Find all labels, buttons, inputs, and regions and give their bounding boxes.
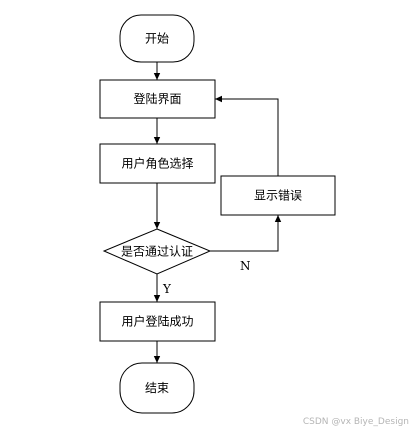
node-auth-check: 是否通过认证 <box>102 228 212 275</box>
node-login-page-label: 登陆界面 <box>133 91 181 106</box>
edge-error-to-login <box>215 95 279 176</box>
node-end: 结束 <box>119 362 195 414</box>
node-role-select-label: 用户角色选择 <box>121 156 193 171</box>
node-show-error: 显示错误 <box>220 175 336 216</box>
edge-label-yes: Y <box>162 282 172 296</box>
edge-auth-no-to-error <box>210 215 282 252</box>
node-role-select: 用户角色选择 <box>99 143 216 184</box>
node-auth-check-label: 是否通过认证 <box>121 245 193 259</box>
watermark: CSDN @vx Biye_Design <box>302 417 409 427</box>
node-login-success-label: 用户登陆成功 <box>121 314 193 329</box>
node-show-error-label: 显示错误 <box>254 189 302 203</box>
node-start-label: 开始 <box>145 32 169 46</box>
node-login-success: 用户登陆成功 <box>99 301 216 342</box>
node-login-page: 登陆界面 <box>99 79 216 119</box>
node-start: 开始 <box>119 14 195 63</box>
edge-label-no: N <box>240 259 251 273</box>
node-end-label: 结束 <box>145 381 169 395</box>
